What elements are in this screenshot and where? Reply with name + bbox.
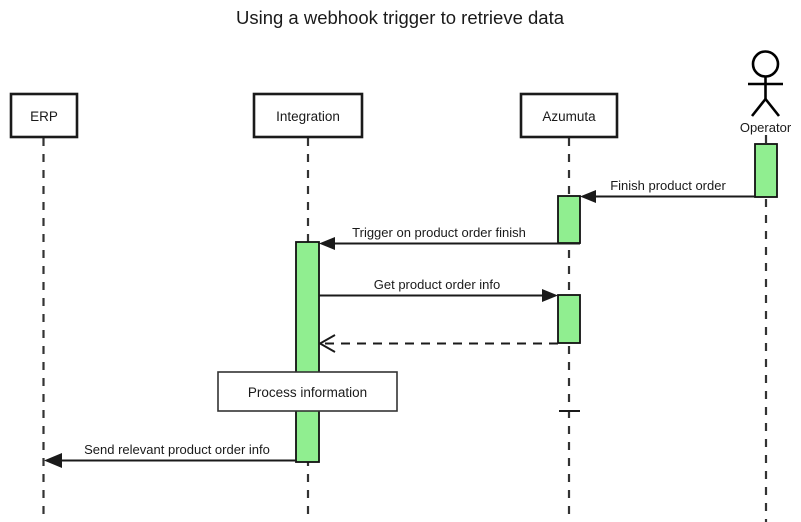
actor-stick-figure-icon [748,50,783,117]
message-label-m5: Send relevant product order info [84,442,270,457]
participant-operator-label: Operator [740,120,792,135]
arrowhead-m3 [542,289,558,302]
participant-integration-box [252,92,364,139]
arrowhead-m2 [319,237,335,250]
message-return-product-order-info[interactable] [318,334,558,353]
participant-azumuta-label: Azumuta [542,109,596,124]
participant-erp-box [9,92,79,139]
message-get-product-order-info[interactable]: Get product order info [319,277,558,302]
participant-azumuta-box [519,92,619,139]
note-process-information[interactable]: Process information [217,371,398,412]
participant-erp-label: ERP [30,109,58,124]
note-process-information-label: Process information [248,385,367,400]
message-trigger-on-product-order-finish[interactable]: Trigger on product order finish [319,225,580,250]
participant-erp[interactable]: ERP [9,92,79,139]
message-label-m1: Finish product order [610,178,726,193]
message-send-relevant-product-order-info[interactable]: Send relevant product order info [44,442,296,468]
activation-bar-operator [754,143,778,198]
activation-bar-azumuta-2 [557,294,581,344]
page-title: Using a webhook trigger to retrieve data [236,7,565,28]
activation-bar-integration [295,241,320,463]
message-label-m2: Trigger on product order finish [352,225,526,240]
participant-integration[interactable]: Integration [252,92,364,139]
activation-bar-azumuta-1 [557,195,581,244]
arrowhead-m1 [580,190,596,203]
message-label-m3: Get product order info [374,277,500,292]
participant-azumuta[interactable]: Azumuta [519,92,619,139]
note-process-information-box [217,371,398,412]
arrowhead-m5 [44,453,62,468]
participant-operator[interactable]: Operator [740,50,792,136]
arrowhead-m4 [318,334,336,353]
message-finish-product-order[interactable]: Finish product order [580,178,755,203]
participant-integration-label: Integration [276,109,340,124]
